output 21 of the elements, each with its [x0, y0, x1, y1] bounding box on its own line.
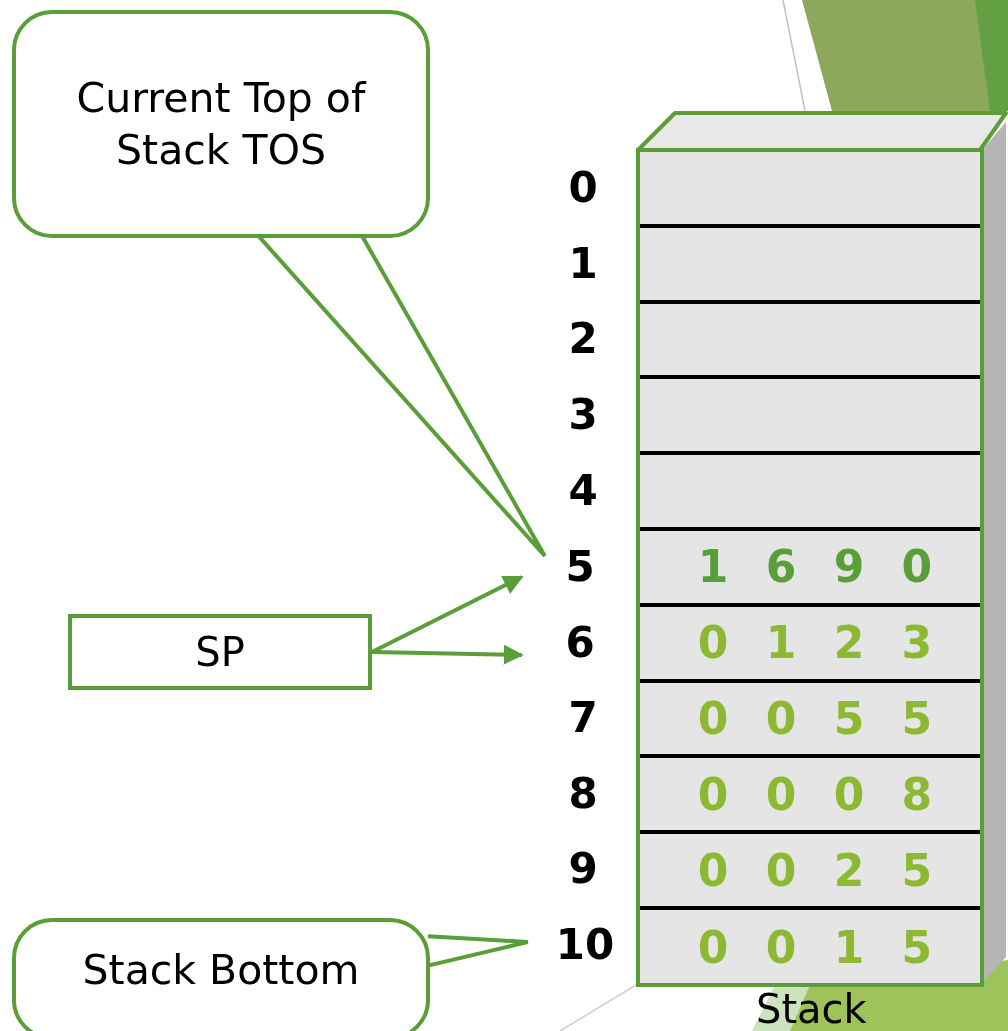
- stack-cell: 0 0 0 8: [640, 758, 980, 835]
- stack-cell: 1 6 9 0: [640, 531, 980, 607]
- row-index: 1: [567, 238, 599, 289]
- callout-bubble: Stack Bottom: [12, 918, 430, 1031]
- stack-cell: 0 0 2 5: [640, 834, 980, 910]
- stack-cell: 0 1 2 3: [640, 606, 980, 683]
- row-index: 2: [567, 314, 599, 365]
- row-index: 0: [567, 163, 599, 213]
- stack-cell: 0 0 1 5: [640, 910, 980, 986]
- row-index: 4: [567, 465, 599, 516]
- row-index: 10: [530, 920, 640, 970]
- row-index: 6: [525, 618, 635, 668]
- row-index: 7: [567, 692, 599, 743]
- row-index: 3: [567, 390, 599, 441]
- pointer-box: SP: [68, 614, 372, 690]
- row-index: 5: [525, 542, 635, 592]
- arrow: [371, 644, 524, 665]
- row-index: 9: [567, 844, 599, 895]
- stack-cell: 0 0 5 5: [640, 682, 980, 759]
- row-index: 8: [567, 768, 599, 819]
- callout-bubble: Current Top of Stack TOS: [12, 10, 430, 238]
